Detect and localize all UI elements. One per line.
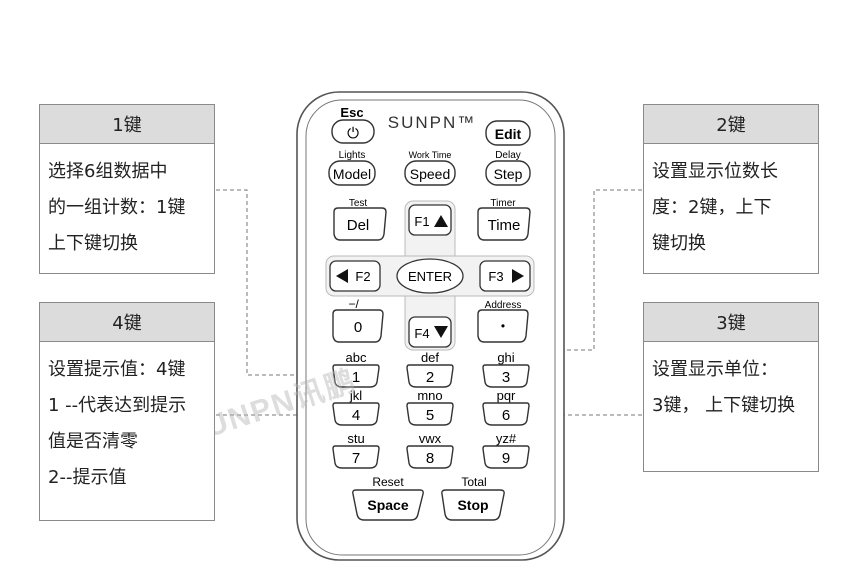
numkey-1-button[interactable]: 1 [332, 364, 380, 388]
speed-button-label: Speed [410, 166, 450, 182]
number-pad: abc 1 def 2 ghi 3 jkl 4 mno 5 pqr 6 stu 7 vwx 8 yz# 9 [332, 350, 530, 469]
space-button[interactable]: Space [352, 489, 424, 521]
numkey-9-digit: 9 [502, 450, 510, 467]
zero-button-label: 0 [354, 319, 362, 336]
step-button[interactable]: Step [485, 160, 531, 186]
enter-label: ENTER [408, 269, 452, 284]
numkey-1-letters: abc [346, 350, 367, 365]
stop-button-label: Stop [457, 497, 488, 513]
callout-key3-title: 3键 [644, 303, 818, 342]
brand-logo: SUNPN™ [388, 113, 477, 132]
speed-button[interactable]: Speed [404, 160, 456, 186]
f3-right-button[interactable]: F3 [479, 260, 531, 292]
dot-button[interactable]: • [477, 309, 529, 343]
callout-key1: 1键 选择6组数据中 的一组计数：1键 上下键切换 [39, 104, 215, 274]
numkey-2-digit: 2 [426, 369, 434, 386]
right-arrow-icon [512, 269, 524, 283]
f1-label: F1 [414, 214, 429, 229]
time-button[interactable]: Time [477, 207, 531, 241]
numkey-8-letters: vwx [419, 431, 442, 446]
numkey-7-button[interactable]: 7 [332, 445, 380, 469]
numkey-8-button[interactable]: 8 [406, 445, 454, 469]
f2-left-button[interactable]: F2 [329, 260, 381, 292]
numkey-3-button[interactable]: 3 [482, 364, 530, 388]
numkey-3-digit: 3 [502, 369, 510, 386]
numkey-6-letters: pqr [497, 388, 516, 403]
numkey-7-digit: 7 [352, 450, 360, 467]
esc-label: Esc [340, 105, 363, 120]
stop-button[interactable]: Stop [441, 489, 505, 521]
numkey-9-button[interactable]: 9 [482, 445, 530, 469]
numkey-4-digit: 4 [352, 407, 360, 424]
timer-label: Timer [490, 198, 516, 209]
down-arrow-icon [434, 326, 448, 338]
worktime-label: Work Time [409, 150, 452, 160]
numkey-2-button[interactable]: 2 [406, 364, 454, 388]
numkey-6-digit: 6 [502, 407, 510, 424]
numkey-5-digit: 5 [426, 407, 434, 424]
test-label: Test [349, 198, 368, 209]
callout-key1-title: 1键 [40, 105, 214, 144]
reset-label: Reset [372, 475, 404, 489]
connector-key1 [216, 189, 330, 376]
time-button-label: Time [488, 217, 521, 234]
enter-button[interactable]: ENTER [396, 258, 464, 294]
callout-key4-text: 设置提示值：4键 1 --代表达到提示 值是否清零 2--提示值 [48, 359, 187, 488]
zero-button[interactable]: 0 [332, 309, 384, 343]
lights-label: Lights [339, 150, 366, 161]
numkey-5-letters: mno [417, 388, 442, 403]
left-arrow-icon [336, 269, 348, 283]
up-arrow-icon [434, 215, 448, 227]
step-button-label: Step [494, 166, 523, 182]
power-icon: ⏻ [347, 125, 359, 142]
numkey-2-letters: def [421, 350, 439, 365]
numkey-5-button[interactable]: 5 [406, 402, 454, 426]
f4-label: F4 [414, 326, 429, 341]
address-label: Address [485, 300, 522, 311]
callout-key2: 2键 设置显示位数长 度：2键，上下 键切换 [643, 104, 819, 274]
power-button[interactable]: ⏻ [331, 119, 375, 144]
callout-key2-title: 2键 [644, 105, 818, 144]
dash-label: −/_ [348, 297, 365, 311]
numkey-4-button[interactable]: 4 [332, 402, 380, 426]
f2-label: F2 [355, 269, 370, 284]
callout-key3: 3键 设置显示单位： 3键， 上下键切换 [643, 302, 819, 472]
callout-key4: 4键 设置提示值：4键 1 --代表达到提示 值是否清零 2--提示值 [39, 302, 215, 521]
callout-key3-text: 设置显示单位： 3键， 上下键切换 [652, 359, 796, 416]
numkey-7-letters: stu [347, 431, 364, 446]
f3-label: F3 [488, 269, 503, 284]
space-button-label: Space [367, 497, 408, 513]
dot-button-label: • [501, 319, 505, 333]
callout-key1-text: 选择6组数据中 的一组计数：1键 上下键切换 [48, 161, 186, 254]
model-button[interactable]: Model [328, 160, 376, 186]
callout-key2-text: 设置显示位数长 度：2键，上下 键切换 [652, 161, 778, 254]
f4-down-button[interactable]: F4 [408, 316, 452, 348]
del-button-label: Del [347, 217, 370, 234]
numkey-4-letters: jkl [349, 388, 362, 403]
total-label: Total [461, 475, 486, 489]
f1-up-button[interactable]: F1 [408, 204, 452, 236]
delay-label: Delay [495, 150, 521, 161]
numkey-3-letters: ghi [497, 350, 514, 365]
numkey-1-digit: 1 [352, 369, 360, 386]
numkey-6-button[interactable]: 6 [482, 402, 530, 426]
numkey-9-letters: yz# [496, 431, 517, 446]
edit-button-label: Edit [495, 126, 522, 142]
numkey-8-digit: 8 [426, 450, 434, 467]
callout-key4-title: 4键 [40, 303, 214, 342]
edit-button[interactable]: Edit [485, 120, 531, 146]
del-button[interactable]: Del [333, 207, 387, 241]
model-button-label: Model [333, 166, 371, 182]
